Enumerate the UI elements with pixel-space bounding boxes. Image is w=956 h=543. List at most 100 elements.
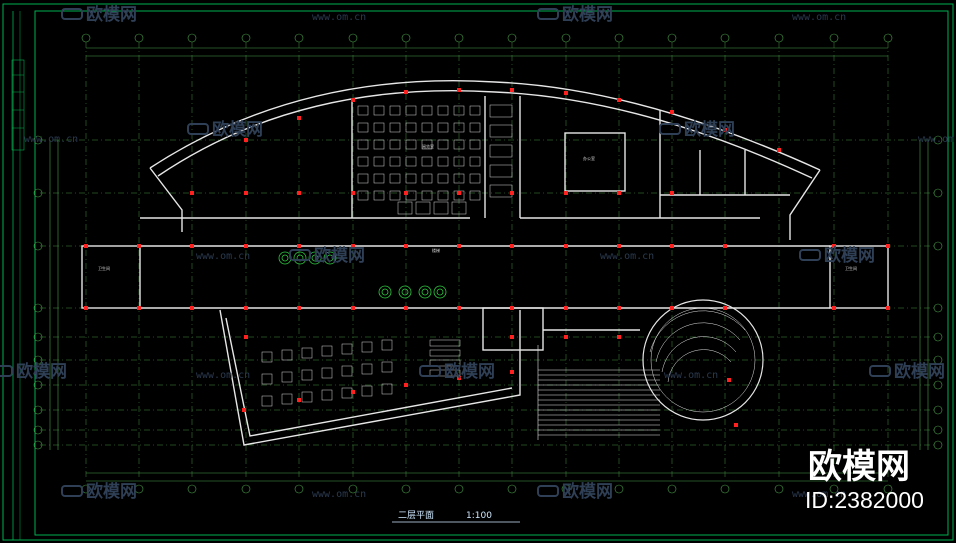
column — [670, 244, 674, 248]
sofa-icon — [0, 365, 13, 377]
watermark-logo-text: 欧模网 — [16, 361, 67, 382]
reading-desk — [405, 139, 417, 150]
reading-desk — [373, 122, 385, 133]
study-table — [489, 164, 513, 178]
column — [510, 88, 514, 92]
reading-desk — [453, 173, 465, 184]
column — [727, 378, 731, 382]
watermark-logo-text: 欧模网 — [444, 361, 495, 382]
sofa-icon-body — [659, 123, 681, 135]
watermark-logo: 欧模网 — [799, 245, 875, 266]
dining-table — [301, 369, 313, 381]
dining-table — [381, 383, 393, 395]
reading-desk — [357, 190, 369, 201]
axis-bubble — [933, 332, 943, 342]
reading-desk — [469, 156, 481, 167]
watermark-logo-text: 欧模网 — [824, 245, 875, 266]
axis-bubble — [720, 33, 730, 43]
building-walls — [81, 80, 889, 446]
watermark-url: www.om.cn — [196, 370, 250, 381]
reading-desk — [421, 105, 433, 116]
dining-table — [361, 363, 373, 375]
study-table — [489, 104, 513, 118]
watermark-url: www.om.cn — [664, 370, 718, 381]
sofa-icon — [537, 8, 559, 20]
axis-bubble — [401, 33, 411, 43]
counter — [429, 339, 461, 347]
reading-desk — [405, 105, 417, 116]
column — [723, 128, 727, 132]
sofa-icon-body — [61, 485, 83, 497]
reading-desk — [469, 139, 481, 150]
sofa-icon-body — [289, 249, 311, 261]
reading-desk — [421, 139, 433, 150]
axis-bubble — [561, 484, 571, 494]
sofa-icon — [659, 123, 681, 135]
reading-desk — [389, 122, 401, 133]
column — [670, 110, 674, 114]
study-table — [415, 201, 431, 215]
column — [297, 244, 301, 248]
reading-desk — [389, 156, 401, 167]
axis-bubbles — [33, 33, 943, 494]
axis-bubble — [933, 425, 943, 435]
axis-bubble — [561, 33, 571, 43]
watermark-logo-text: 欧模网 — [86, 4, 137, 25]
sofa-icon-body — [869, 365, 891, 377]
reading-desk — [469, 190, 481, 201]
reading-desk — [373, 156, 385, 167]
watermark-logo: 欧模网 — [869, 361, 945, 382]
axis-bubble — [507, 33, 517, 43]
counter — [429, 349, 461, 357]
axis-bubble — [33, 355, 43, 365]
column — [510, 244, 514, 248]
column — [190, 191, 194, 195]
dining-table — [301, 391, 313, 403]
brand-logo-text: 欧模网 — [808, 447, 910, 487]
reading-desk — [453, 105, 465, 116]
watermark-logo-text: 欧模网 — [562, 481, 613, 502]
dining-table — [381, 361, 393, 373]
reading-desk — [421, 122, 433, 133]
sheet-frame — [2, 3, 954, 541]
sofa-icon-body — [537, 8, 559, 20]
axis-bubble — [667, 33, 677, 43]
column — [244, 138, 248, 142]
sofa-icon — [869, 365, 891, 377]
reading-desk — [389, 173, 401, 184]
axis-bubble — [933, 241, 943, 251]
column — [564, 306, 568, 310]
axis-bubble — [33, 440, 43, 450]
axis-bubble — [401, 484, 411, 494]
axis-bubble — [134, 484, 144, 494]
axis-bubble — [614, 33, 624, 43]
brand-id-text: ID:2382000 — [805, 487, 924, 513]
reading-desk — [469, 105, 481, 116]
axis-bubble — [829, 33, 839, 43]
reading-room-furniture — [357, 104, 513, 215]
sofa-icon-body — [61, 8, 83, 20]
study-table — [489, 124, 513, 138]
dining-table — [381, 339, 393, 351]
reading-desk — [437, 139, 449, 150]
auditorium — [642, 299, 764, 421]
reading-desk — [421, 190, 433, 201]
study-table — [489, 144, 513, 158]
axis-bubble — [774, 484, 784, 494]
watermark-logo-text: 欧模网 — [212, 119, 263, 140]
dining-table — [361, 385, 373, 397]
column — [564, 91, 568, 95]
watermark-logo-text: 欧模网 — [314, 245, 365, 266]
axis-bubble — [33, 241, 43, 251]
label-toilet-right: 卫生间 — [845, 265, 857, 271]
dining-table — [361, 341, 373, 353]
watermark-logo: 欧模网 — [659, 119, 735, 140]
axis-bubble — [348, 484, 358, 494]
counter — [429, 359, 461, 367]
column — [617, 306, 621, 310]
sofa-icon-body — [0, 365, 13, 377]
sofa-icon-body — [799, 249, 821, 261]
planter — [323, 251, 337, 265]
axis-bubble — [294, 33, 304, 43]
